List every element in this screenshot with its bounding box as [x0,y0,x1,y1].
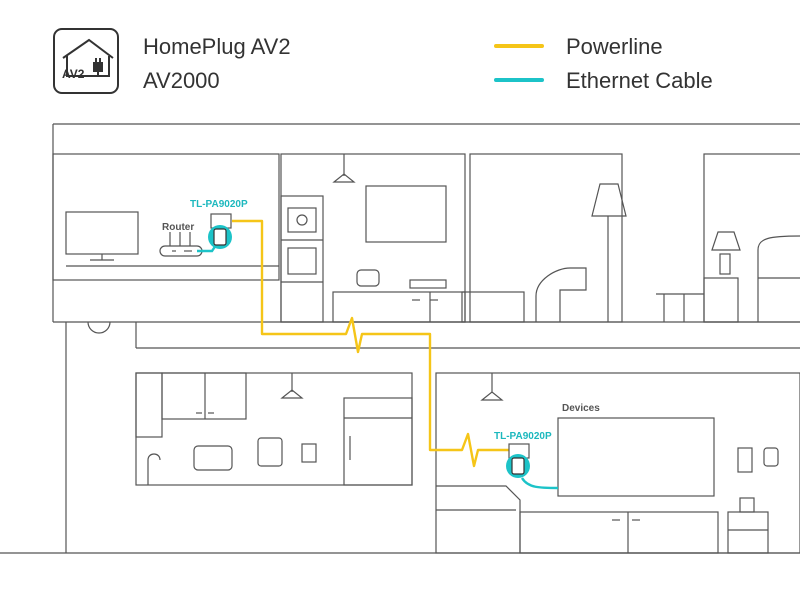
legend-powerline-label: Powerline [566,34,663,59]
powerline-adapter-bottom [506,443,530,478]
devices-label: Devices [562,403,600,414]
router-label: Router [162,222,194,233]
house-structure [0,123,800,554]
legend-ethernet-label: Ethernet Cable [566,68,713,93]
adapter-top-label: TL-PA9020P [190,199,248,210]
powerline-adapter-top [208,213,232,249]
standard-speed: AV2000 [143,68,220,93]
house-plug-icon [62,38,114,77]
homeplug-av2-badge: AV2 [53,28,119,94]
legend-powerline-swatch [494,44,544,48]
badge-text: AV2 [62,67,85,81]
ethernet-cable-bottom [520,477,559,490]
legend-ethernet-swatch [494,78,544,82]
powerline-cable [232,219,512,468]
adapter-bottom-label: TL-PA9020P [494,431,552,442]
standard-title: HomePlug AV2 [143,34,291,59]
